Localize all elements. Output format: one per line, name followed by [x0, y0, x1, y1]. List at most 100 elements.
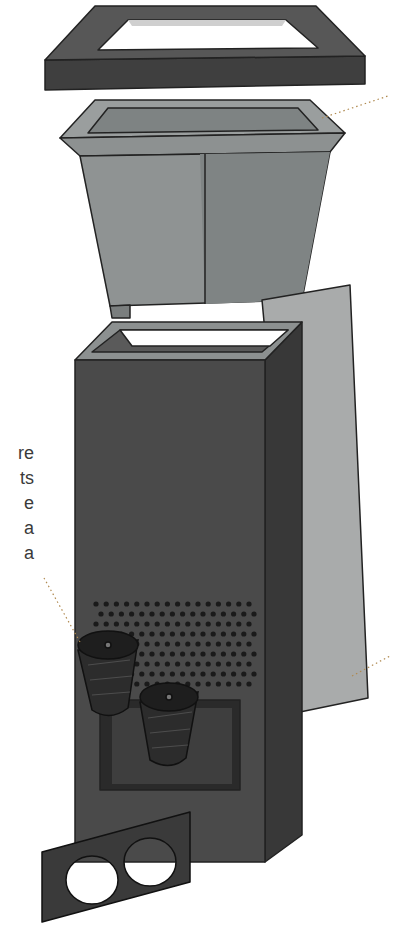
- text-fragment: e: [24, 492, 34, 514]
- vent-hole: [144, 601, 149, 606]
- vent-hole: [109, 611, 114, 616]
- vent-hole: [211, 611, 216, 616]
- vent-hole: [134, 621, 139, 626]
- vent-hole: [190, 671, 195, 676]
- vent-hole: [180, 611, 185, 616]
- vent-hole: [241, 671, 246, 676]
- vent-hole: [226, 641, 231, 646]
- vent-hole: [195, 641, 200, 646]
- vent-hole: [139, 611, 144, 616]
- filter-cups: [78, 631, 198, 766]
- leader-lines: [44, 96, 390, 676]
- vent-hole: [185, 641, 190, 646]
- vent-hole: [144, 621, 149, 626]
- vent-hole: [185, 601, 190, 606]
- vent-hole: [124, 621, 129, 626]
- vent-hole: [216, 641, 221, 646]
- vent-hole: [160, 611, 165, 616]
- vent-hole: [211, 651, 216, 656]
- vent-hole: [206, 641, 211, 646]
- vent-hole: [221, 671, 226, 676]
- text-fragment: a: [24, 517, 34, 539]
- vent-hole: [241, 631, 246, 636]
- vent-hole: [200, 651, 205, 656]
- vent-hole: [236, 661, 241, 666]
- vent-hole: [236, 621, 241, 626]
- vent-hole: [195, 601, 200, 606]
- vent-hole: [216, 681, 221, 686]
- vent-hole: [165, 621, 170, 626]
- vent-hole: [226, 681, 231, 686]
- vent-hole: [231, 611, 236, 616]
- main-housing: [75, 322, 302, 862]
- vent-hole: [124, 601, 129, 606]
- vent-hole: [98, 611, 103, 616]
- top-frame: [45, 6, 365, 90]
- vent-hole: [114, 601, 119, 606]
- vent-hole: [231, 671, 236, 676]
- vent-hole: [200, 611, 205, 616]
- vent-hole: [170, 671, 175, 676]
- vent-hole: [231, 651, 236, 656]
- text-fragment: re: [18, 442, 34, 464]
- vent-hole: [144, 661, 149, 666]
- vent-hole: [175, 601, 180, 606]
- vent-hole: [236, 681, 241, 686]
- vent-hole: [246, 641, 251, 646]
- vent-hole: [134, 601, 139, 606]
- vent-hole: [216, 661, 221, 666]
- vent-hole: [155, 601, 160, 606]
- vent-hole: [170, 651, 175, 656]
- vent-hole: [221, 651, 226, 656]
- vent-hole: [180, 631, 185, 636]
- vent-hole: [190, 651, 195, 656]
- vent-hole: [206, 601, 211, 606]
- vent-hole: [170, 631, 175, 636]
- vent-hole: [206, 661, 211, 666]
- vent-hole: [160, 631, 165, 636]
- vent-hole: [195, 681, 200, 686]
- vent-hole: [226, 601, 231, 606]
- front-plate: [42, 812, 190, 922]
- vent-hole: [104, 601, 109, 606]
- vent-hole: [246, 661, 251, 666]
- vent-hole: [251, 671, 256, 676]
- vent-hole: [149, 631, 154, 636]
- vent-hole: [251, 611, 256, 616]
- vent-hole: [93, 601, 98, 606]
- vent-hole: [160, 651, 165, 656]
- vent-hole: [190, 611, 195, 616]
- vent-hole: [165, 641, 170, 646]
- vent-hole: [216, 621, 221, 626]
- vent-hole: [221, 611, 226, 616]
- vent-hole: [236, 601, 241, 606]
- vent-hole: [139, 671, 144, 676]
- vent-hole: [104, 621, 109, 626]
- vent-hole: [226, 661, 231, 666]
- text-fragment: a: [24, 542, 34, 564]
- vent-hole: [175, 641, 180, 646]
- vent-hole: [93, 621, 98, 626]
- vent-hole: [251, 651, 256, 656]
- vent-hole: [246, 601, 251, 606]
- vent-hole: [165, 601, 170, 606]
- vent-hole: [200, 631, 205, 636]
- vent-hole: [155, 641, 160, 646]
- vent-hole: [155, 621, 160, 626]
- vent-hole: [231, 631, 236, 636]
- vent-hole: [206, 621, 211, 626]
- vent-hole: [195, 661, 200, 666]
- vent-hole: [170, 611, 175, 616]
- vent-hole: [246, 681, 251, 686]
- vent-hole: [241, 651, 246, 656]
- vent-hole: [241, 611, 246, 616]
- vent-hole: [155, 661, 160, 666]
- vent-hole: [149, 651, 154, 656]
- basin: [60, 100, 345, 318]
- vent-hole: [129, 611, 134, 616]
- vent-hole: [149, 671, 154, 676]
- text-fragment: ts: [20, 467, 34, 489]
- vent-hole: [206, 681, 211, 686]
- vent-hole: [114, 621, 119, 626]
- vent-hole: [236, 641, 241, 646]
